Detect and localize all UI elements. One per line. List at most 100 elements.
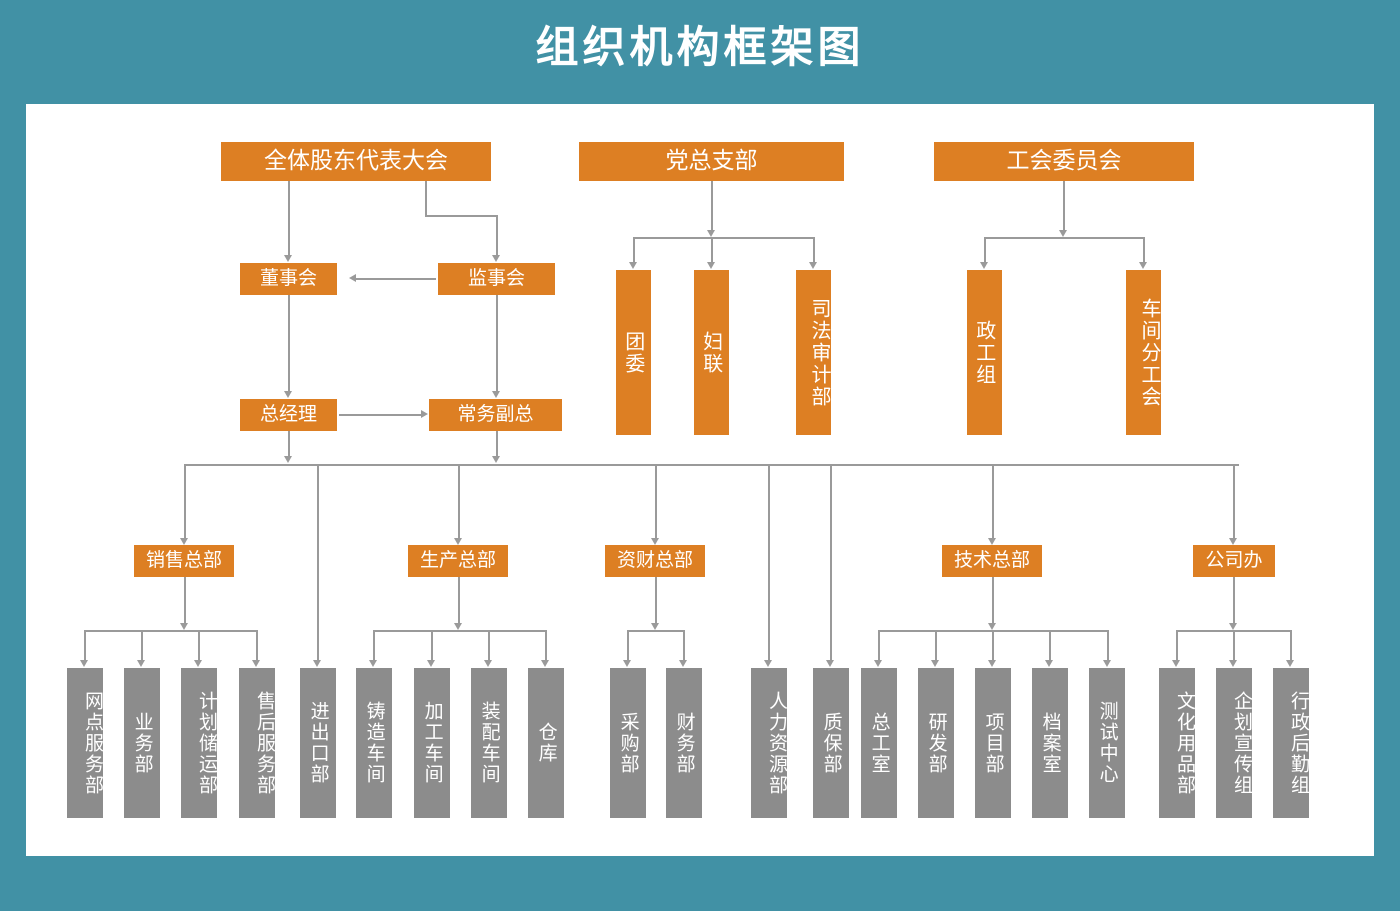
arrowhead-archive	[1045, 660, 1053, 667]
arrowhead-sales-subbus	[180, 623, 188, 630]
arrowhead-deputygm	[492, 391, 500, 398]
arrowhead-women	[707, 262, 715, 269]
arrowhead-political	[980, 262, 988, 269]
arrowhead-technology-subbus	[988, 623, 996, 630]
arrowhead-rd	[931, 660, 939, 667]
node-youth[interactable]: 团委	[616, 270, 651, 435]
edge-bus-finance	[655, 464, 657, 539]
edge-bus-production	[458, 464, 460, 539]
arrowhead-office-subbus	[1229, 623, 1237, 630]
arrowhead-finance	[651, 538, 659, 545]
node-hr[interactable]: 人力资源部	[751, 668, 788, 818]
edge-production-assembly	[488, 630, 490, 660]
edge-office-stationery	[1176, 630, 1178, 660]
node-testing[interactable]: 测试中心	[1089, 668, 1125, 818]
arrowhead-judicial	[809, 262, 817, 269]
arrowhead-purchasing	[623, 660, 631, 667]
node-judicial[interactable]: 司法审计部	[796, 270, 832, 435]
node-rd[interactable]: 研发部	[918, 668, 954, 818]
page-title: 组织机构框架图	[535, 23, 865, 73]
edge-technology-subdrop	[992, 577, 994, 624]
node-quality[interactable]: 质保部	[813, 668, 849, 818]
edge-technology-project	[992, 630, 994, 660]
node-machining[interactable]: 加工车间	[414, 668, 450, 818]
edge-shareholders-supervisors-seg2	[425, 215, 498, 217]
edge-finance-subdrop	[655, 577, 657, 624]
edge-union-workshopunion	[1143, 237, 1145, 262]
node-admin[interactable]: 行政后勤组	[1273, 668, 1310, 818]
edge-deputygm-to-bus	[496, 431, 498, 457]
node-workshopunion[interactable]: 车间分工会	[1126, 270, 1162, 435]
node-importexport[interactable]: 进出口部	[300, 668, 336, 818]
arrowhead-supervisors	[492, 255, 500, 262]
node-aftersales[interactable]: 售后服务部	[239, 668, 276, 818]
node-union[interactable]: 工会委员会	[934, 142, 1194, 181]
edge-union-bus-drop	[1063, 181, 1065, 233]
arrowhead-accounting	[679, 660, 687, 667]
edge-gm-deputygm	[339, 414, 421, 416]
arrowhead-chiefeng	[874, 660, 882, 667]
edge-party-bus	[633, 237, 813, 239]
node-shareholders[interactable]: 全体股东代表大会	[221, 142, 491, 181]
node-branchservice[interactable]: 网点服务部	[67, 668, 104, 818]
edge-production-machining	[431, 630, 433, 660]
arrowhead-board	[284, 255, 292, 262]
edge-office-subdrop	[1233, 577, 1235, 624]
arrowhead-testing	[1103, 660, 1111, 667]
edge-bus-technology	[992, 464, 994, 539]
node-accounting[interactable]: 财务部	[666, 668, 702, 818]
arrowhead-importexport	[313, 660, 321, 667]
edge-technology-rd	[935, 630, 937, 660]
node-purchasing[interactable]: 采购部	[610, 668, 646, 818]
arrowhead-warehouse	[541, 660, 549, 667]
edge-sales-subdrop	[184, 577, 186, 624]
node-chiefeng[interactable]: 总工室	[861, 668, 897, 818]
node-stationery[interactable]: 文化用品部	[1159, 668, 1196, 818]
node-women[interactable]: 妇联	[694, 270, 729, 435]
edge-office-promotion	[1233, 630, 1235, 660]
edge-board-gm	[288, 295, 290, 391]
arrowhead-assembly	[484, 660, 492, 667]
node-party[interactable]: 党总支部	[579, 142, 844, 181]
main-distribution-bus	[184, 464, 1239, 466]
edge-gm-to-bus	[288, 431, 290, 457]
edge-bus-office	[1233, 464, 1235, 539]
arrowhead-business	[137, 660, 145, 667]
arrowhead-production	[454, 538, 462, 545]
node-technology[interactable]: 技术总部	[942, 545, 1042, 577]
node-casting[interactable]: 铸造车间	[356, 668, 392, 818]
node-sales[interactable]: 销售总部	[134, 545, 234, 577]
edge-supervisors-board	[356, 278, 436, 280]
node-archive[interactable]: 档案室	[1032, 668, 1068, 818]
sales-sub-bus	[84, 630, 256, 632]
node-warehouse[interactable]: 仓库	[528, 668, 564, 818]
node-promotion[interactable]: 企划宣传组	[1216, 668, 1253, 818]
node-board[interactable]: 董事会	[240, 263, 337, 295]
edge-production-casting	[373, 630, 375, 660]
arrowhead-project	[988, 660, 996, 667]
edge-shareholders-supervisors-seg1	[425, 181, 427, 217]
edge-party-youth	[633, 237, 635, 262]
node-deputygm[interactable]: 常务副总	[429, 399, 562, 431]
edge-bus-sales	[184, 464, 186, 539]
edge-supervisors-deputygm	[496, 295, 498, 391]
node-planstorage[interactable]: 计划储运部	[181, 668, 218, 818]
node-assembly[interactable]: 装配车间	[471, 668, 507, 818]
edge-technology-archive	[1049, 630, 1051, 660]
edge-bus-quality	[830, 464, 832, 661]
node-supervisors[interactable]: 监事会	[438, 263, 555, 295]
node-project[interactable]: 项目部	[975, 668, 1011, 818]
node-gm[interactable]: 总经理	[240, 399, 337, 431]
node-finance[interactable]: 资财总部	[605, 545, 705, 577]
production-sub-bus	[373, 630, 547, 632]
node-political[interactable]: 政工组	[967, 270, 1002, 435]
arrowhead-technology	[988, 538, 996, 545]
arrowhead-deputygm-bus	[492, 456, 500, 463]
node-office[interactable]: 公司办	[1193, 545, 1275, 577]
arrowhead-gm	[284, 391, 292, 398]
edge-office-admin	[1290, 630, 1292, 660]
arrowhead-aftersales	[252, 660, 260, 667]
node-production[interactable]: 生产总部	[408, 545, 508, 577]
node-business[interactable]: 业务部	[124, 668, 160, 818]
